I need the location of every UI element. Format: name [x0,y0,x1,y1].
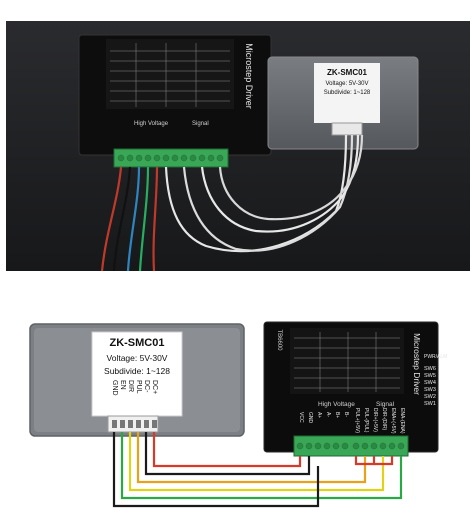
controller-top-subdivide: Subdivide: 1~128 [324,90,371,96]
driver-top-name: Microstep Driver [244,43,254,109]
driver-model: TB6600 [276,329,282,351]
driver-top: Microstep Driver High Voltage Signal [78,34,272,168]
terminal-label-gnd: GND [307,412,313,424]
wire-green [120,432,403,500]
controller-subdivide: Subdivide: 1~128 [104,366,170,376]
controller-voltage: Voltage: 5V-30V [107,353,168,363]
switch-label-sw1: SW1 [424,401,436,407]
switch-label-sw2: SW2 [424,394,436,400]
terminal-label-vcc: VCC [298,412,304,423]
controller-top: ZK-SMC01 Voltage: 5V-30V Subdivide: 1~12… [267,56,419,150]
controller-pin-dc-minus: DC- [143,380,150,393]
driver-top-signal-label: Signal [192,121,209,127]
wire-yellow [128,432,385,492]
driver-signal-label: Signal [376,401,395,408]
wire-orange [136,432,367,484]
diagram-bottom-panel: ZK-SMC01 Voltage: 5V-30V Subdivide: 1~12… [0,300,474,522]
terminal-label-ena-minus: ENA-(ENA) [399,408,405,434]
wires-top [100,134,364,271]
controller-pin-dc-plus: DC+ [151,380,158,394]
wire-black-gnd [112,432,320,508]
terminal-label-pul-minus: PUL-(PUL) [363,408,369,433]
driver-name: Microstep Driver [412,333,422,395]
terminal-label-b-minus: B- [343,412,349,417]
top-scene: Microstep Driver High Voltage Signal ZK-… [6,21,470,271]
terminal-label-dir-minus: DIR-(DIR) [381,408,387,431]
terminal-label-dir-plus: DIR+(+5V) [372,408,378,432]
terminal-label-a-plus: A+ [316,412,322,418]
driver-top-high-voltage-label: High Voltage [134,121,169,127]
terminal-label-pul-plus: PUL+(+5V) [354,408,360,433]
switch-label-sw5: SW5 [424,373,436,379]
driver-pwr-alm-label: PWR/ALM [424,354,447,360]
bottom-scene: ZK-SMC01 Voltage: 5V-30V Subdivide: 1~12… [29,321,447,508]
wire-red-jumper-2 [374,456,394,466]
terminal-label-ena-plus: ENA+(+5V) [390,408,396,434]
wire-red-jumper-1 [354,456,376,466]
controller-pin-dir: DIR [127,380,134,392]
terminal-label-a-minus: A- [325,412,331,417]
controller-pin-gnd: GND [111,380,118,396]
controller-top-voltage: Voltage: 5V-30V [325,81,368,87]
wire-red [152,432,302,468]
driver-bottom: Microstep Driver TB6600 High Voltage Sig… [263,321,447,457]
switch-label-sw3: SW3 [424,387,436,393]
controller-top-model: ZK-SMC01 [327,68,368,77]
wire-black [144,432,311,476]
terminal-label-b-plus: B+ [334,412,340,418]
wires-bottom [112,432,403,508]
controller-pin-en: EN [119,380,126,390]
driver-high-voltage-label: High Voltage [318,401,355,408]
controller-bottom: ZK-SMC01 Voltage: 5V-30V Subdivide: 1~12… [29,323,245,437]
photo-top-panel: Microstep Driver High Voltage Signal ZK-… [6,21,470,271]
controller-model: ZK-SMC01 [109,337,164,349]
switch-label-sw6: SW6 [424,366,436,372]
switch-label-sw4: SW4 [424,380,436,386]
controller-pin-pul: PUL [135,380,142,394]
